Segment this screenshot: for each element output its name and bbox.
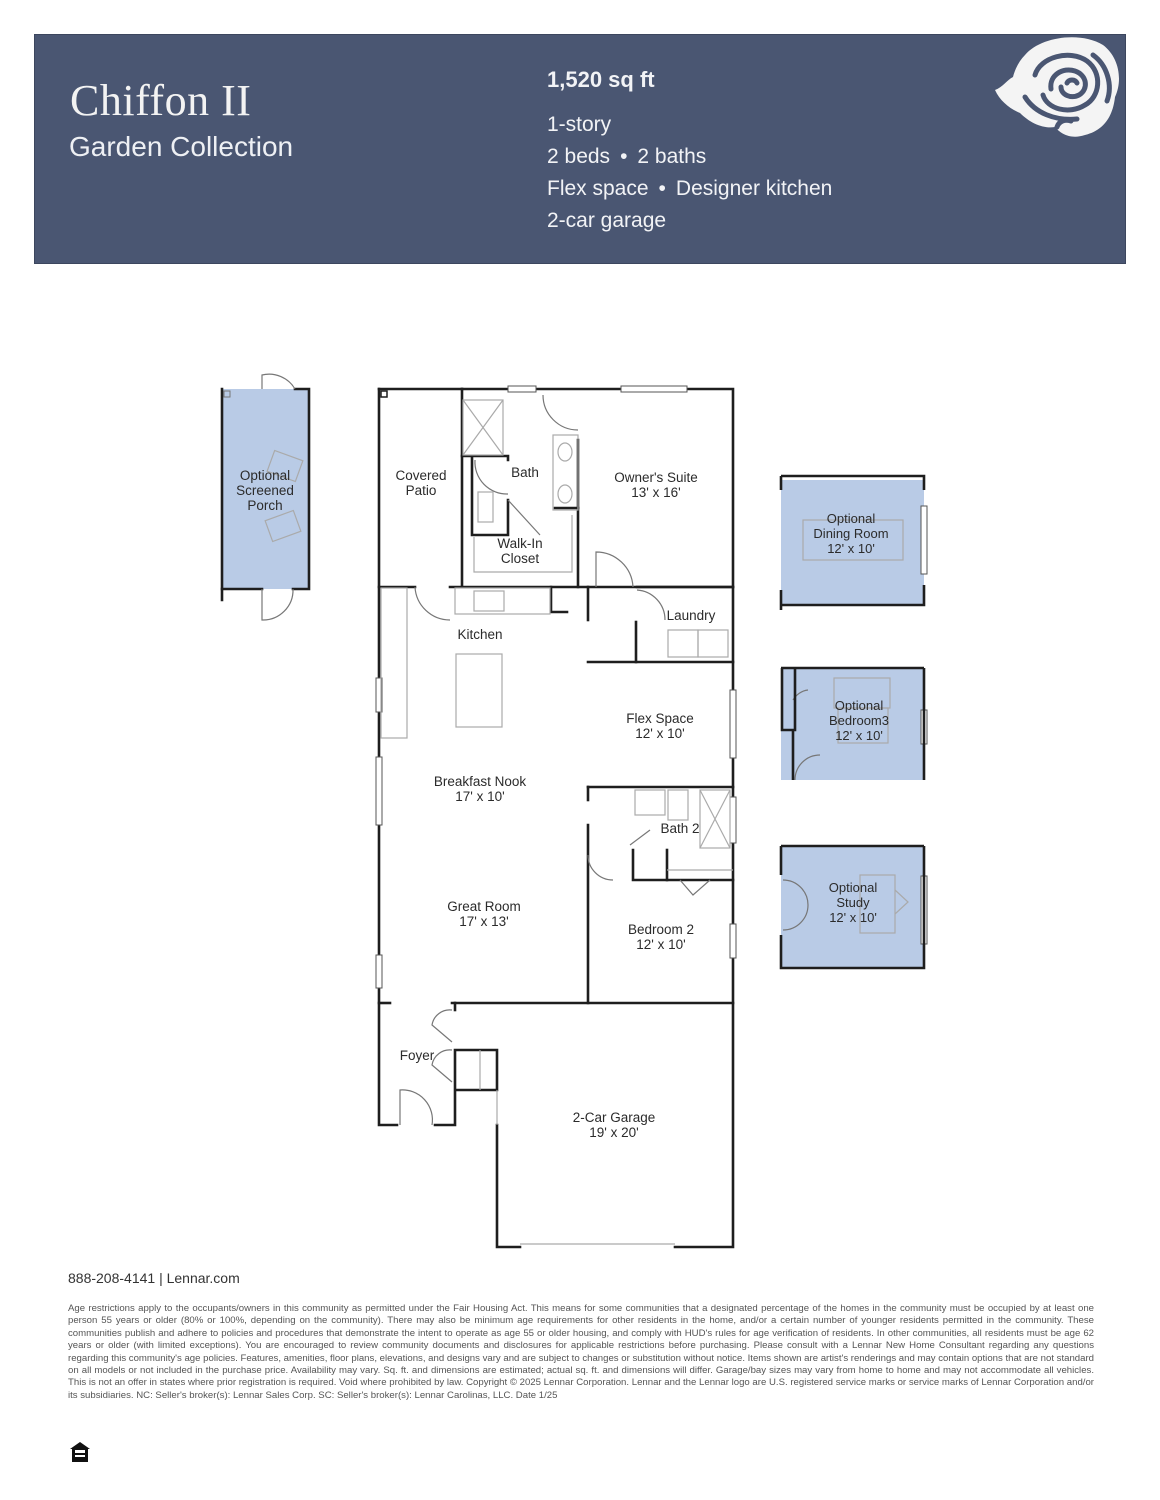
room-2-car-garage: 2-Car Garage 19' x 20' <box>572 1110 656 1140</box>
legal-disclaimer: Age restrictions apply to the occupants/… <box>68 1303 1094 1401</box>
collection-name: Garden Collection <box>69 131 294 162</box>
plan-title: Chiffon II <box>70 76 252 125</box>
room-kitchen: Kitchen <box>457 627 503 642</box>
option-fill-study <box>781 846 924 968</box>
room-foyer: Foyer <box>399 1048 435 1063</box>
option-fill-dining <box>781 480 924 605</box>
bullet-icon: • <box>658 177 666 200</box>
room-optional-bedroom3: Optional Bedroom3 12' x 10' <box>829 698 889 743</box>
room-breakfast-nook: Breakfast Nook 17' x 10' <box>433 774 527 804</box>
room-optional-dining-room: Optional Dining Room 12' x 10' <box>813 511 889 556</box>
spec-garage: 2-car garage <box>547 209 667 232</box>
room-optional-screened-porch: Optional Screened Porch <box>236 468 294 513</box>
header-banner: Chiffon II Garden Collection 1,520 sq ft… <box>34 34 1126 264</box>
room-laundry: Laundry <box>666 608 716 623</box>
rose-icon <box>995 37 1119 137</box>
room-owners-suite: Owner's Suite 13' x 16' <box>614 470 698 500</box>
square-footage: 1,520 sq ft <box>547 67 655 92</box>
contact-info: 888-208-4141 | Lennar.com <box>68 1270 240 1286</box>
spec-beds-baths: 2 beds•2 baths <box>547 141 832 173</box>
spec-features: Flex space•Designer kitchen <box>547 173 832 205</box>
bullet-icon: • <box>620 145 628 168</box>
room-covered-patio: Covered Patio <box>395 468 447 498</box>
spec-stories: 1-story <box>547 113 612 136</box>
room-bath-2: Bath 2 <box>660 821 700 836</box>
option-fill-porch <box>222 389 309 589</box>
equal-housing-opportunity-icon <box>70 1442 90 1462</box>
option-fill-bedroom3 <box>781 668 924 780</box>
room-great-room: Great Room 17' x 13' <box>447 899 521 929</box>
room-flex-space: Flex Space 12' x 10' <box>626 711 694 741</box>
room-optional-study: Optional Study 12' x 10' <box>828 880 878 925</box>
room-walk-in-closet: Walk-In Closet <box>497 536 543 566</box>
room-bath: Bath <box>511 465 539 480</box>
plan-specs: 1,520 sq ft 1-story 2 beds•2 baths Flex … <box>547 67 832 237</box>
room-bedroom-2: Bedroom 2 12' x 10' <box>627 922 695 952</box>
